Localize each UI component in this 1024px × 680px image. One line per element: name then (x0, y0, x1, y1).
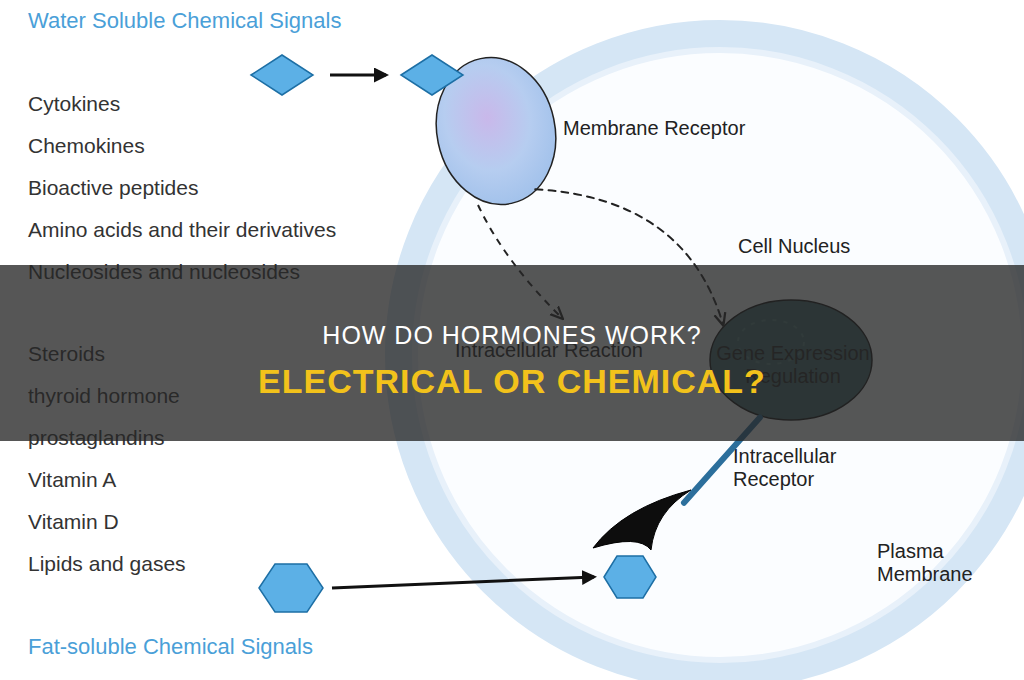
node-label: Membrane Receptor (563, 117, 793, 140)
membrane-receptor: Membrane Receptor (435, 55, 795, 207)
receptor-v-shape (593, 490, 691, 550)
group-heading: Fat-soluble Chemical Signals (28, 634, 313, 660)
entry-arrow (332, 577, 594, 588)
signal-type: Cytokines (28, 92, 120, 116)
signal-type: Vitamin D (28, 510, 119, 534)
signal-type: Chemokines (28, 134, 145, 158)
bound-signal-hexagon (604, 556, 656, 598)
band-subtitle: ELECTRICAL OR CHEMICAL? (0, 362, 1024, 400)
signal-type: Vitamin A (28, 468, 116, 492)
entry-arrow (330, 74, 386, 77)
node-outline (593, 490, 693, 550)
signal-type: Lipids and gases (28, 552, 186, 576)
signal-type: Bioactive peptides (28, 176, 198, 200)
bound-signal-diamond (401, 55, 463, 95)
node-outline (435, 55, 557, 207)
node-label: Plasma Membrane (877, 540, 1007, 586)
receptor-ellipse (423, 46, 569, 215)
intracellular-receptor: Intracellular Receptor (593, 445, 863, 567)
node-label: Cell Nucleus (738, 235, 898, 258)
signal-type: Amino acids and their derivatives (28, 218, 336, 242)
overlay-band (0, 265, 1024, 441)
group-heading: Water Soluble Chemical Signals (28, 8, 341, 34)
band-title: HOW DO HORMONES WORK? (0, 320, 1024, 350)
water-soluble-signal-diamond (251, 55, 313, 95)
fat-soluble-signal-hexagon (259, 564, 323, 612)
node-label: Intracellular Receptor (733, 445, 863, 491)
